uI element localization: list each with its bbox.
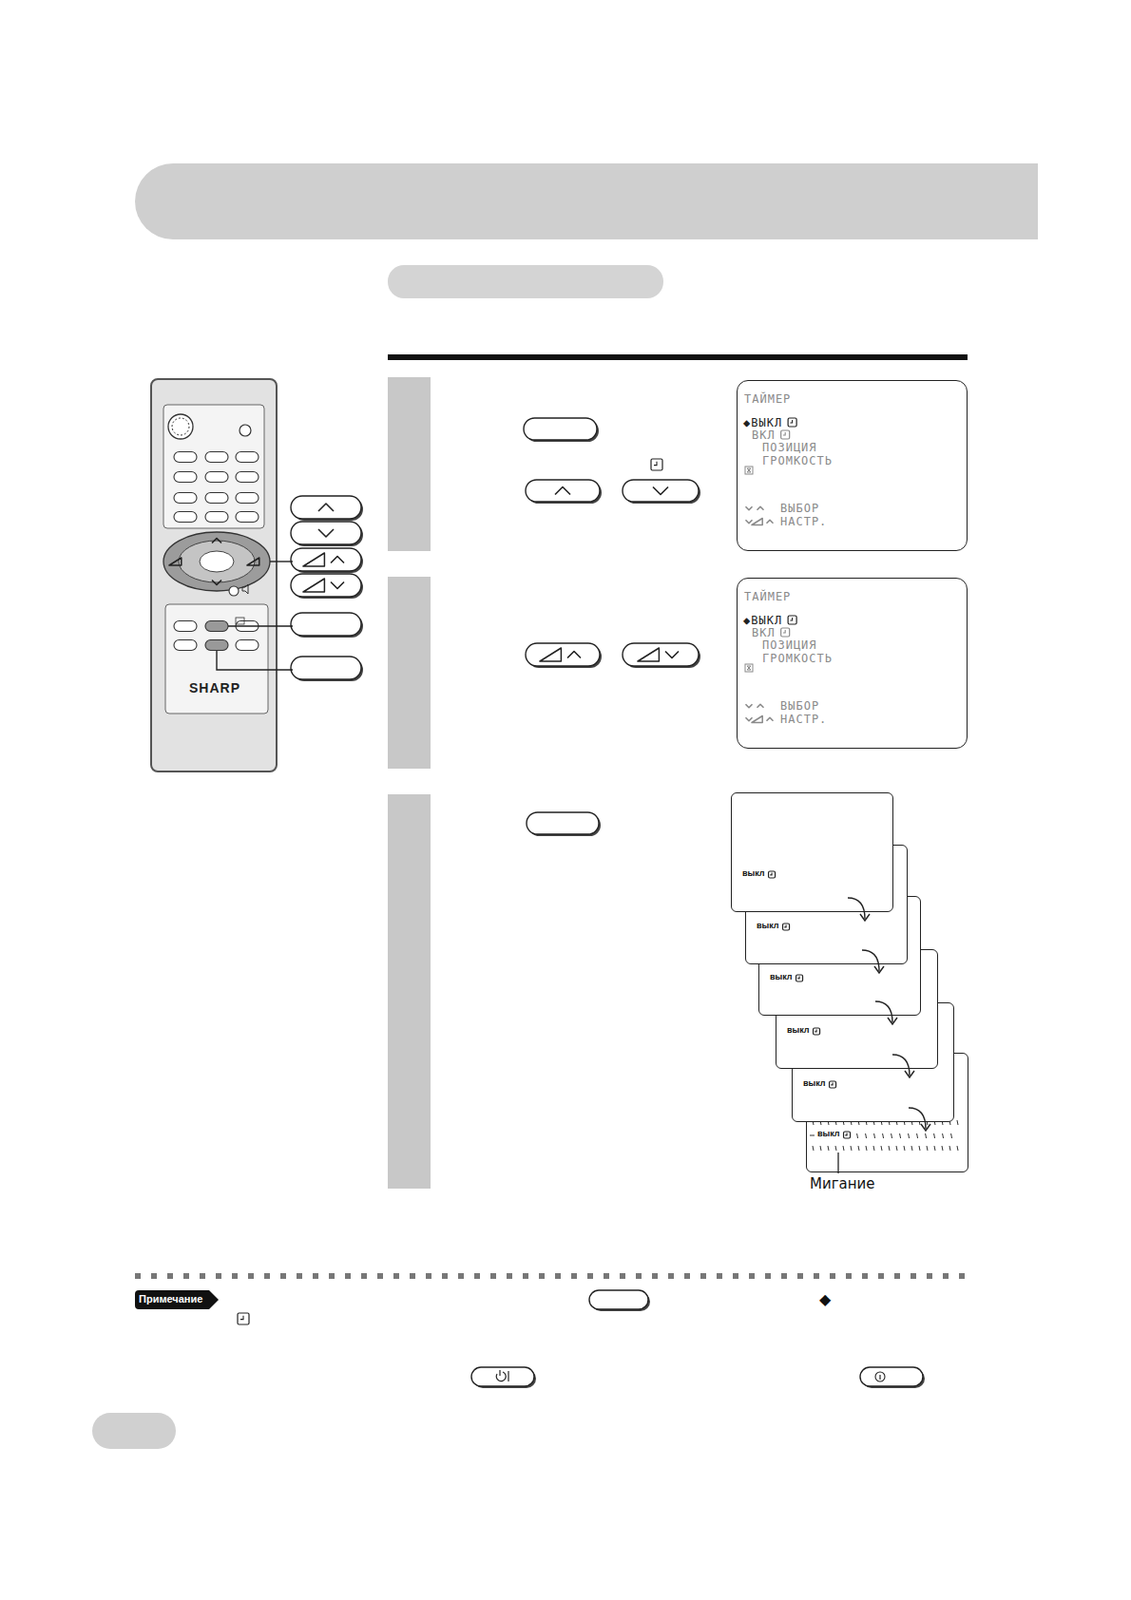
- callout-label: Мигание: [809, 1175, 876, 1193]
- menu-cursor-symbol: ◆: [819, 1290, 831, 1309]
- osd-text: НАСТР.: [780, 712, 827, 727]
- osd-text: ТАЙМЕР: [744, 392, 791, 406]
- osd-status: выкл: [742, 868, 766, 879]
- osd-status: выкл: [803, 1078, 826, 1089]
- osd-text: НАСТР.: [780, 515, 827, 529]
- remote-buttons: [152, 380, 280, 775]
- brand-logo: SHARP: [189, 680, 241, 696]
- remote-control: SHARP: [150, 378, 278, 773]
- osd-status: выкл: [756, 920, 780, 931]
- osd-text: ГРОМКОСТЬ: [762, 651, 833, 666]
- osd-status: выкл: [769, 972, 793, 982]
- osd-text: ТАЙМЕР: [744, 590, 791, 604]
- osd-menu-screen: ТАЙМЕР ◆ВЫКЛВКЛПОЗИЦИЯГРОМКОСТЬ ВЫБОРНАСТР…: [736, 380, 968, 552]
- osd-text: ВЫБОР: [780, 501, 820, 516]
- osd-text: ◆ВЫКЛ: [743, 416, 783, 430]
- osd-status: выкл: [786, 1025, 810, 1036]
- osd-text: ВКЛ: [751, 428, 776, 442]
- osd-text: ВЫБОР: [780, 699, 820, 713]
- osd-menu-screen: ТАЙМЕР ◆ВЫКЛВКЛПОЗИЦИЯГРОМКОСТЬ ВЫБОРНАСТР…: [736, 577, 968, 749]
- osd-text: ВКЛ: [751, 626, 776, 640]
- osd-text: ГРОМКОСТЬ: [762, 454, 833, 468]
- screen-symbols: [731, 793, 895, 914]
- tv-screen: выкл: [730, 792, 894, 913]
- osd-text: ◆ВЫКЛ: [743, 613, 783, 628]
- osd-text: ПОЗИЦИЯ: [762, 638, 818, 652]
- note-badge-text: Примечание: [138, 1293, 203, 1305]
- osd-text: ПОЗИЦИЯ: [762, 440, 818, 455]
- osd-status: выкл: [817, 1129, 841, 1139]
